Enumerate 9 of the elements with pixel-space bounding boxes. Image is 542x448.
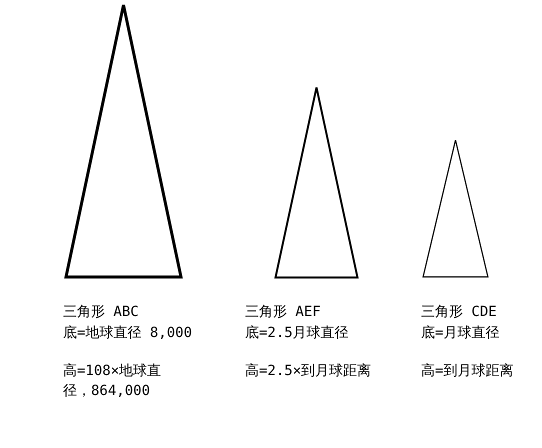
triangle-caption: 三角形 CDE <box>421 303 497 322</box>
triangle-caption: 三角形 ABC <box>63 303 139 322</box>
triangle-caption: 三角形 AEF <box>245 303 321 322</box>
triangle-caption: 高=108×地球直径，864,000 <box>63 362 162 401</box>
triangle-caption: 底=2.5月球直径 <box>245 324 349 343</box>
triangle-caption: 高=2.5×到月球距离 <box>245 362 372 381</box>
triangle-caption: 底=地球直径 8,000 <box>63 324 192 343</box>
triangle-caption: 底=月球直径 <box>421 324 500 343</box>
triangle-caption: 高=到月球距离 <box>421 362 514 381</box>
